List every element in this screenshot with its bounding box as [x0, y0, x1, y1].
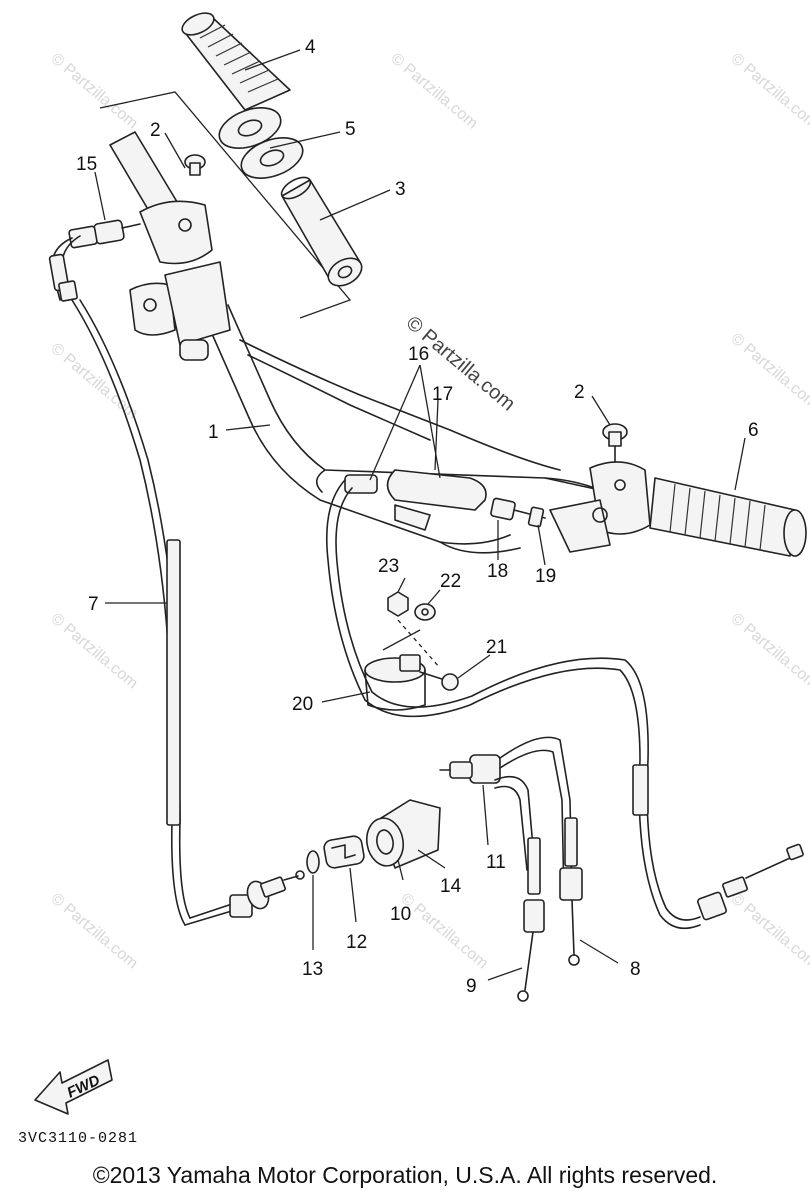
diagram-code: 3VC3110-0281 [18, 1130, 139, 1147]
handlebar[interactable] [204, 304, 615, 554]
callout-16: 16 [408, 344, 429, 365]
grip-washers[interactable] [214, 100, 308, 186]
callout-10: 10 [390, 904, 411, 925]
throttle-cable[interactable] [48, 235, 305, 926]
callout-2-right: 2 [574, 382, 585, 403]
washer[interactable] [414, 603, 436, 621]
watermark: © Partzilla.com [47, 610, 141, 692]
hardware-dashed-line [397, 619, 441, 669]
callout-5: 5 [345, 119, 356, 140]
cap-right[interactable] [602, 423, 628, 466]
watermark: © Partzilla.com [47, 340, 141, 422]
watermark: © Partzilla.com [387, 50, 481, 132]
callout-labels: 4 5 3 2 15 1 7 2 6 16 17 18 19 23 22 21 … [76, 37, 759, 997]
throttle-housing[interactable] [129, 200, 231, 361]
callout-17: 17 [432, 384, 453, 405]
watermark: © Partzilla.com [727, 890, 810, 972]
bolt[interactable] [419, 671, 459, 691]
callout-14: 14 [440, 876, 462, 897]
callout-12: 12 [346, 932, 367, 953]
callout-3: 3 [395, 179, 406, 200]
watermark: © Partzilla.com [727, 50, 810, 132]
nut[interactable] [387, 591, 409, 617]
callout-8: 8 [630, 959, 641, 980]
cap-left[interactable] [184, 154, 206, 176]
callout-20: 20 [292, 694, 313, 715]
callout-15: 15 [76, 154, 97, 175]
group-bracket-left [99, 91, 352, 319]
clutch-lever-holder[interactable] [549, 461, 651, 553]
callout-2-left: 2 [150, 120, 161, 141]
choke-lever-assembly[interactable] [344, 469, 487, 531]
left-grip[interactable] [179, 9, 291, 111]
copyright-notice: ©2013 Yamaha Motor Corporation, U.S.A. A… [92, 1162, 718, 1188]
callout-19: 19 [535, 566, 556, 587]
clutch-cable[interactable] [325, 479, 804, 930]
o-ring[interactable] [306, 850, 320, 874]
cable-holder-band[interactable] [364, 654, 426, 711]
watermark: © Partzilla.com [47, 890, 141, 972]
right-grip[interactable] [649, 477, 807, 557]
callout-21: 21 [486, 637, 507, 658]
leader-lines [94, 49, 746, 981]
throttle-tube[interactable] [278, 173, 366, 291]
fwd-arrow: FWD [34, 1059, 113, 1115]
callout-11: 11 [486, 852, 506, 873]
callout-7: 7 [88, 594, 99, 615]
collar[interactable] [323, 835, 365, 869]
hardware-bracket [382, 629, 421, 651]
watermark: © Partzilla.com [397, 890, 491, 972]
watermark: © Partzilla.com [727, 610, 810, 692]
clutch-cable-adjuster[interactable] [490, 497, 546, 528]
cable-adjuster[interactable] [68, 219, 141, 249]
callout-13: 13 [302, 959, 323, 980]
callout-6: 6 [748, 420, 759, 441]
watermark: © Partzilla.com [727, 330, 810, 412]
callout-4: 4 [305, 37, 316, 58]
callout-1: 1 [208, 422, 219, 443]
throttle-pull-cables[interactable] [439, 736, 583, 1002]
callout-23: 23 [378, 556, 399, 577]
callout-22: 22 [440, 571, 461, 592]
switch-housing[interactable] [363, 799, 441, 869]
watermark: © Partzilla.com [47, 50, 141, 132]
callout-18: 18 [487, 561, 508, 582]
callout-9: 9 [466, 976, 477, 997]
